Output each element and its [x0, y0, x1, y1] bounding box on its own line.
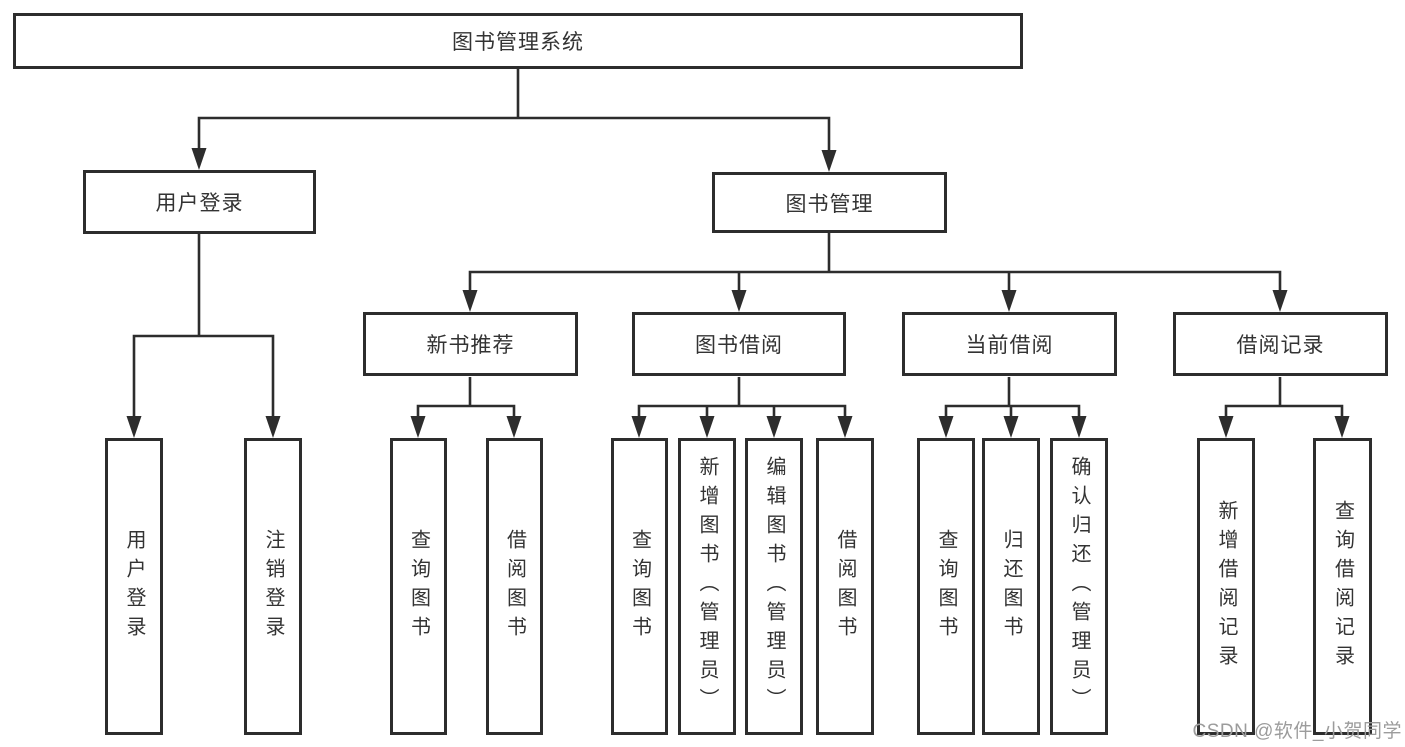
node-current-borrow-label: 当前借阅 [965, 334, 1054, 357]
leaf-query-book-recommend: 查询图书 [390, 438, 447, 735]
leaf-return-book-label: 归还图书 [1000, 528, 1022, 645]
node-root-label: 图书管理系统 [452, 31, 584, 54]
node-book-management: 图书管理 [712, 172, 947, 233]
leaf-return-book: 归还图书 [982, 438, 1040, 735]
node-current-borrow: 当前借阅 [902, 312, 1117, 376]
leaf-confirm-return-admin: 确认归还（管理员） [1050, 438, 1108, 735]
leaf-add-book-admin: 新增图书（管理员） [678, 438, 736, 735]
node-book-borrow: 图书借阅 [632, 312, 846, 376]
leaf-query-book-borrow-label: 查询图书 [628, 528, 651, 645]
leaf-user-login-label: 用户登录 [123, 528, 145, 645]
leaf-edit-book-admin-label: 编辑图书（管理员） [763, 456, 785, 717]
node-root: 图书管理系统 [13, 13, 1023, 69]
leaf-borrow-book: 借阅图书 [816, 438, 874, 735]
leaf-query-borrow-record-label: 查询借阅记录 [1331, 499, 1354, 674]
leaf-add-borrow-record-label: 新增借阅记录 [1215, 499, 1237, 674]
leaf-query-book-current: 查询图书 [917, 438, 975, 735]
node-user-login-label: 用户登录 [155, 192, 244, 215]
leaf-query-book-borrow: 查询图书 [611, 438, 668, 735]
node-new-book-recommend: 新书推荐 [363, 312, 578, 376]
csdn-watermark: CSDN @软件_小贺同学 [1192, 721, 1402, 742]
leaf-add-borrow-record: 新增借阅记录 [1197, 438, 1255, 735]
leaf-confirm-return-admin-label: 确认归还（管理员） [1068, 456, 1090, 717]
leaf-edit-book-admin: 编辑图书（管理员） [745, 438, 803, 735]
leaf-borrow-book-recommend: 借阅图书 [486, 438, 543, 735]
leaf-borrow-book-recommend-label: 借阅图书 [503, 528, 526, 645]
node-borrow-record-label: 借阅记录 [1236, 334, 1325, 357]
leaf-query-borrow-record: 查询借阅记录 [1313, 438, 1372, 735]
leaf-user-login: 用户登录 [105, 438, 163, 735]
node-book-borrow-label: 图书借阅 [695, 334, 783, 357]
leaf-query-book-current-label: 查询图书 [935, 528, 957, 645]
node-borrow-record: 借阅记录 [1173, 312, 1388, 376]
leaf-logout-label: 注销登录 [262, 528, 284, 645]
leaf-query-book-recommend-label: 查询图书 [407, 528, 430, 645]
leaf-add-book-admin-label: 新增图书（管理员） [696, 456, 718, 717]
node-new-book-recommend-label: 新书推荐 [426, 334, 515, 357]
node-user-login: 用户登录 [83, 170, 316, 234]
leaf-logout: 注销登录 [244, 438, 302, 735]
arrowheads [126, 148, 1350, 438]
node-book-management-label: 图书管理 [785, 192, 874, 216]
leaf-borrow-book-label: 借阅图书 [834, 528, 856, 645]
